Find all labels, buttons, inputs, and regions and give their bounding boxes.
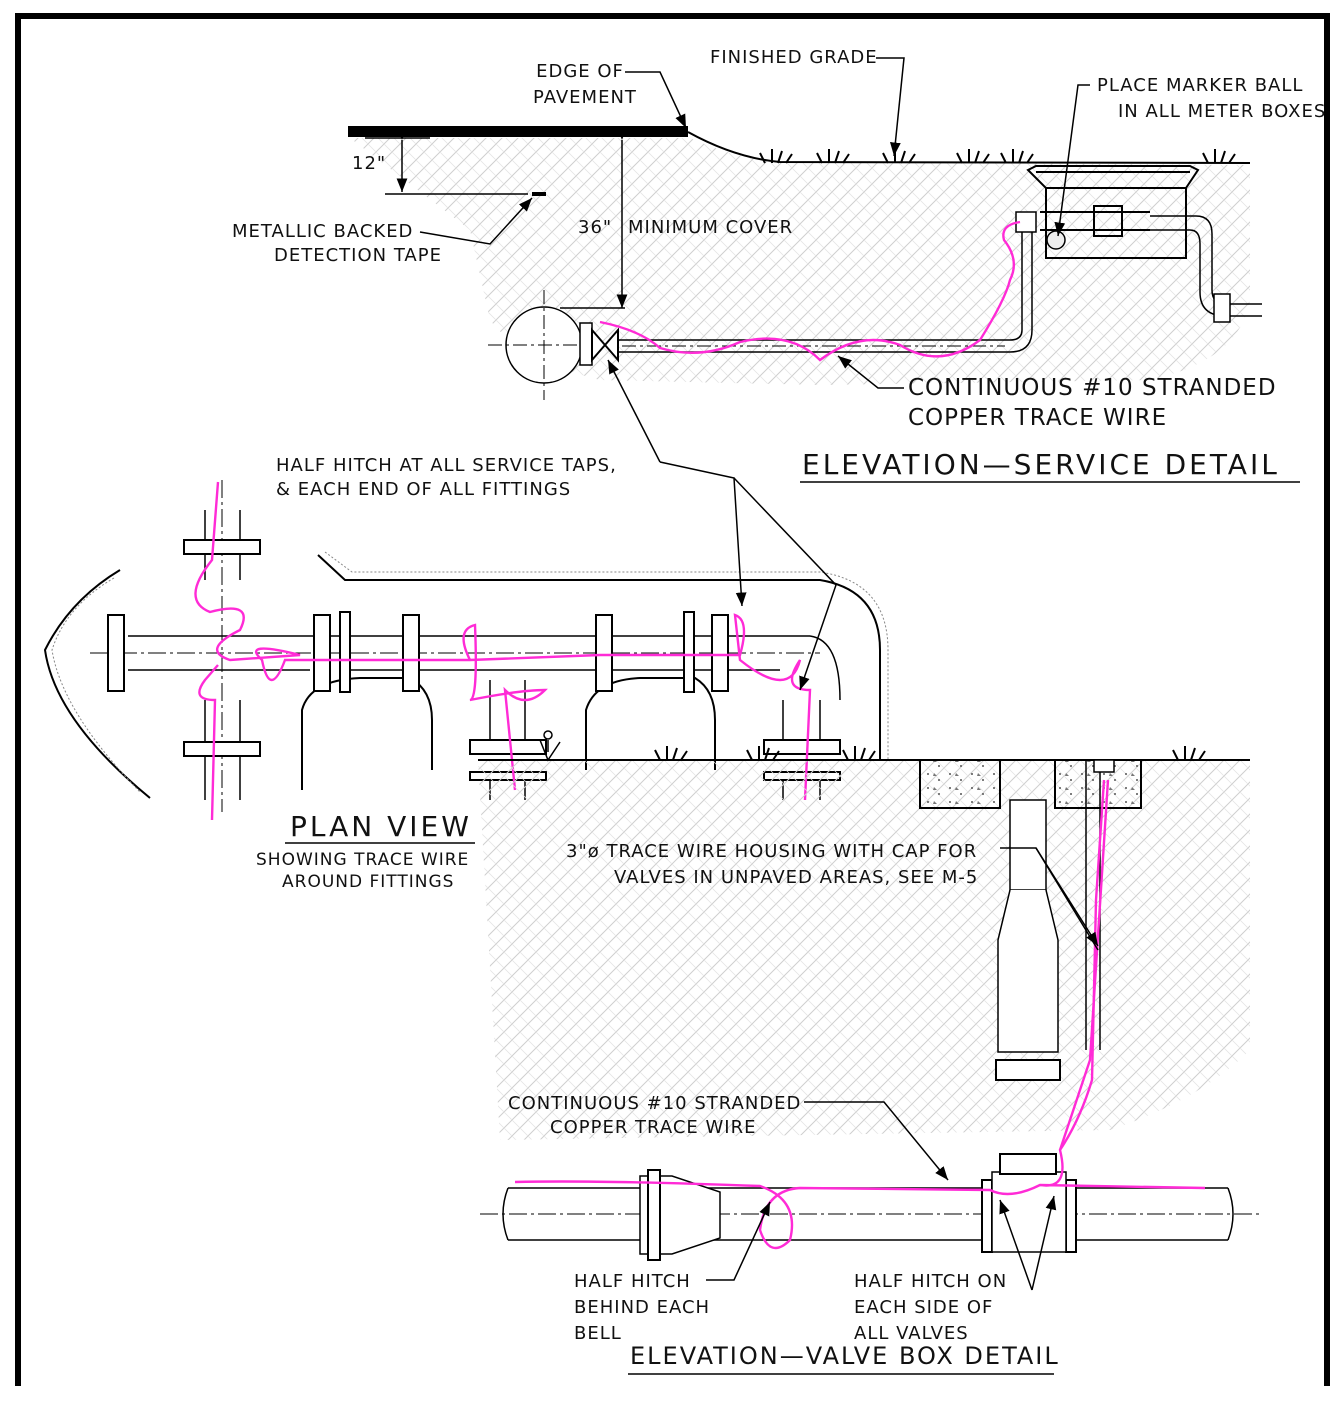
grass-tufts — [759, 149, 1236, 164]
valve-trace-wire-label-1: CONTINUOUS #10 STRANDED — [508, 1093, 802, 1114]
marker-ball-label-1: PLACE MARKER BALL — [1097, 75, 1304, 96]
plan-view-title: PLAN VIEW — [290, 810, 472, 843]
minimum-cover-label: MINIMUM COVER — [628, 217, 794, 238]
valve-box-detail — [478, 730, 1262, 1375]
sheet-border — [15, 13, 1330, 1386]
plan-subtitle-2: AROUND FITTINGS — [282, 872, 455, 892]
valve-hitch-label-2: EACH SIDE OF — [854, 1297, 994, 1318]
marker-ball — [1046, 230, 1066, 250]
plan-trace-wire — [194, 481, 812, 821]
half-hitch-taps-label-1: HALF HITCH AT ALL SERVICE TAPS, — [276, 455, 617, 476]
bell-hitch-label-2: BEHIND EACH — [574, 1297, 711, 1318]
soil-hatch — [350, 138, 1250, 385]
trace-wire — [599, 220, 1021, 362]
dimension-36-label: 36" — [578, 217, 613, 238]
finished-grade-label: FINISHED GRADE — [710, 47, 878, 68]
service-trace-wire-label-2: COPPER TRACE WIRE — [908, 405, 1168, 431]
service-line — [618, 230, 1033, 353]
plan-subtitle-1: SHOWING TRACE WIRE — [256, 850, 470, 870]
detection-tape-label-2: DETECTION TAPE — [274, 245, 442, 266]
valve-hitch-label-1: HALF HITCH ON — [854, 1271, 1008, 1292]
edge-of-pavement-label-2: PAVEMENT — [533, 87, 637, 108]
meter-box — [1026, 165, 1200, 259]
dimension-12-label: 12" — [352, 153, 387, 174]
marker-ball-label-2: IN ALL METER BOXES — [1118, 101, 1327, 122]
trace-housing-label-2: VALVES IN UNPAVED AREAS, SEE M-5 — [614, 867, 979, 888]
bell-hitch-label-3: BELL — [574, 1323, 622, 1344]
valve-box-detail-title: ELEVATION—VALVE BOX DETAIL — [630, 1342, 1060, 1370]
valve-hitch-label-3: ALL VALVES — [854, 1323, 969, 1344]
bell-hitch-label-1: HALF HITCH — [574, 1271, 691, 1292]
trace-housing-label-1: 3"ø TRACE WIRE HOUSING WITH CAP FOR — [566, 841, 978, 862]
service-detail — [348, 57, 1300, 483]
service-trace-wire-label-1: CONTINUOUS #10 STRANDED — [908, 375, 1277, 401]
detection-tape-label-1: METALLIC BACKED — [232, 221, 414, 242]
pavement — [348, 126, 688, 137]
valve-trace-wire-label-2: COPPER TRACE WIRE — [550, 1117, 757, 1138]
service-detail-title: ELEVATION—SERVICE DETAIL — [802, 448, 1280, 481]
bell-band — [647, 1169, 661, 1261]
edge-of-pavement-label-1: EDGE OF — [536, 61, 624, 82]
half-hitch-taps-label-2: & EACH END OF ALL FITTINGS — [276, 479, 572, 500]
